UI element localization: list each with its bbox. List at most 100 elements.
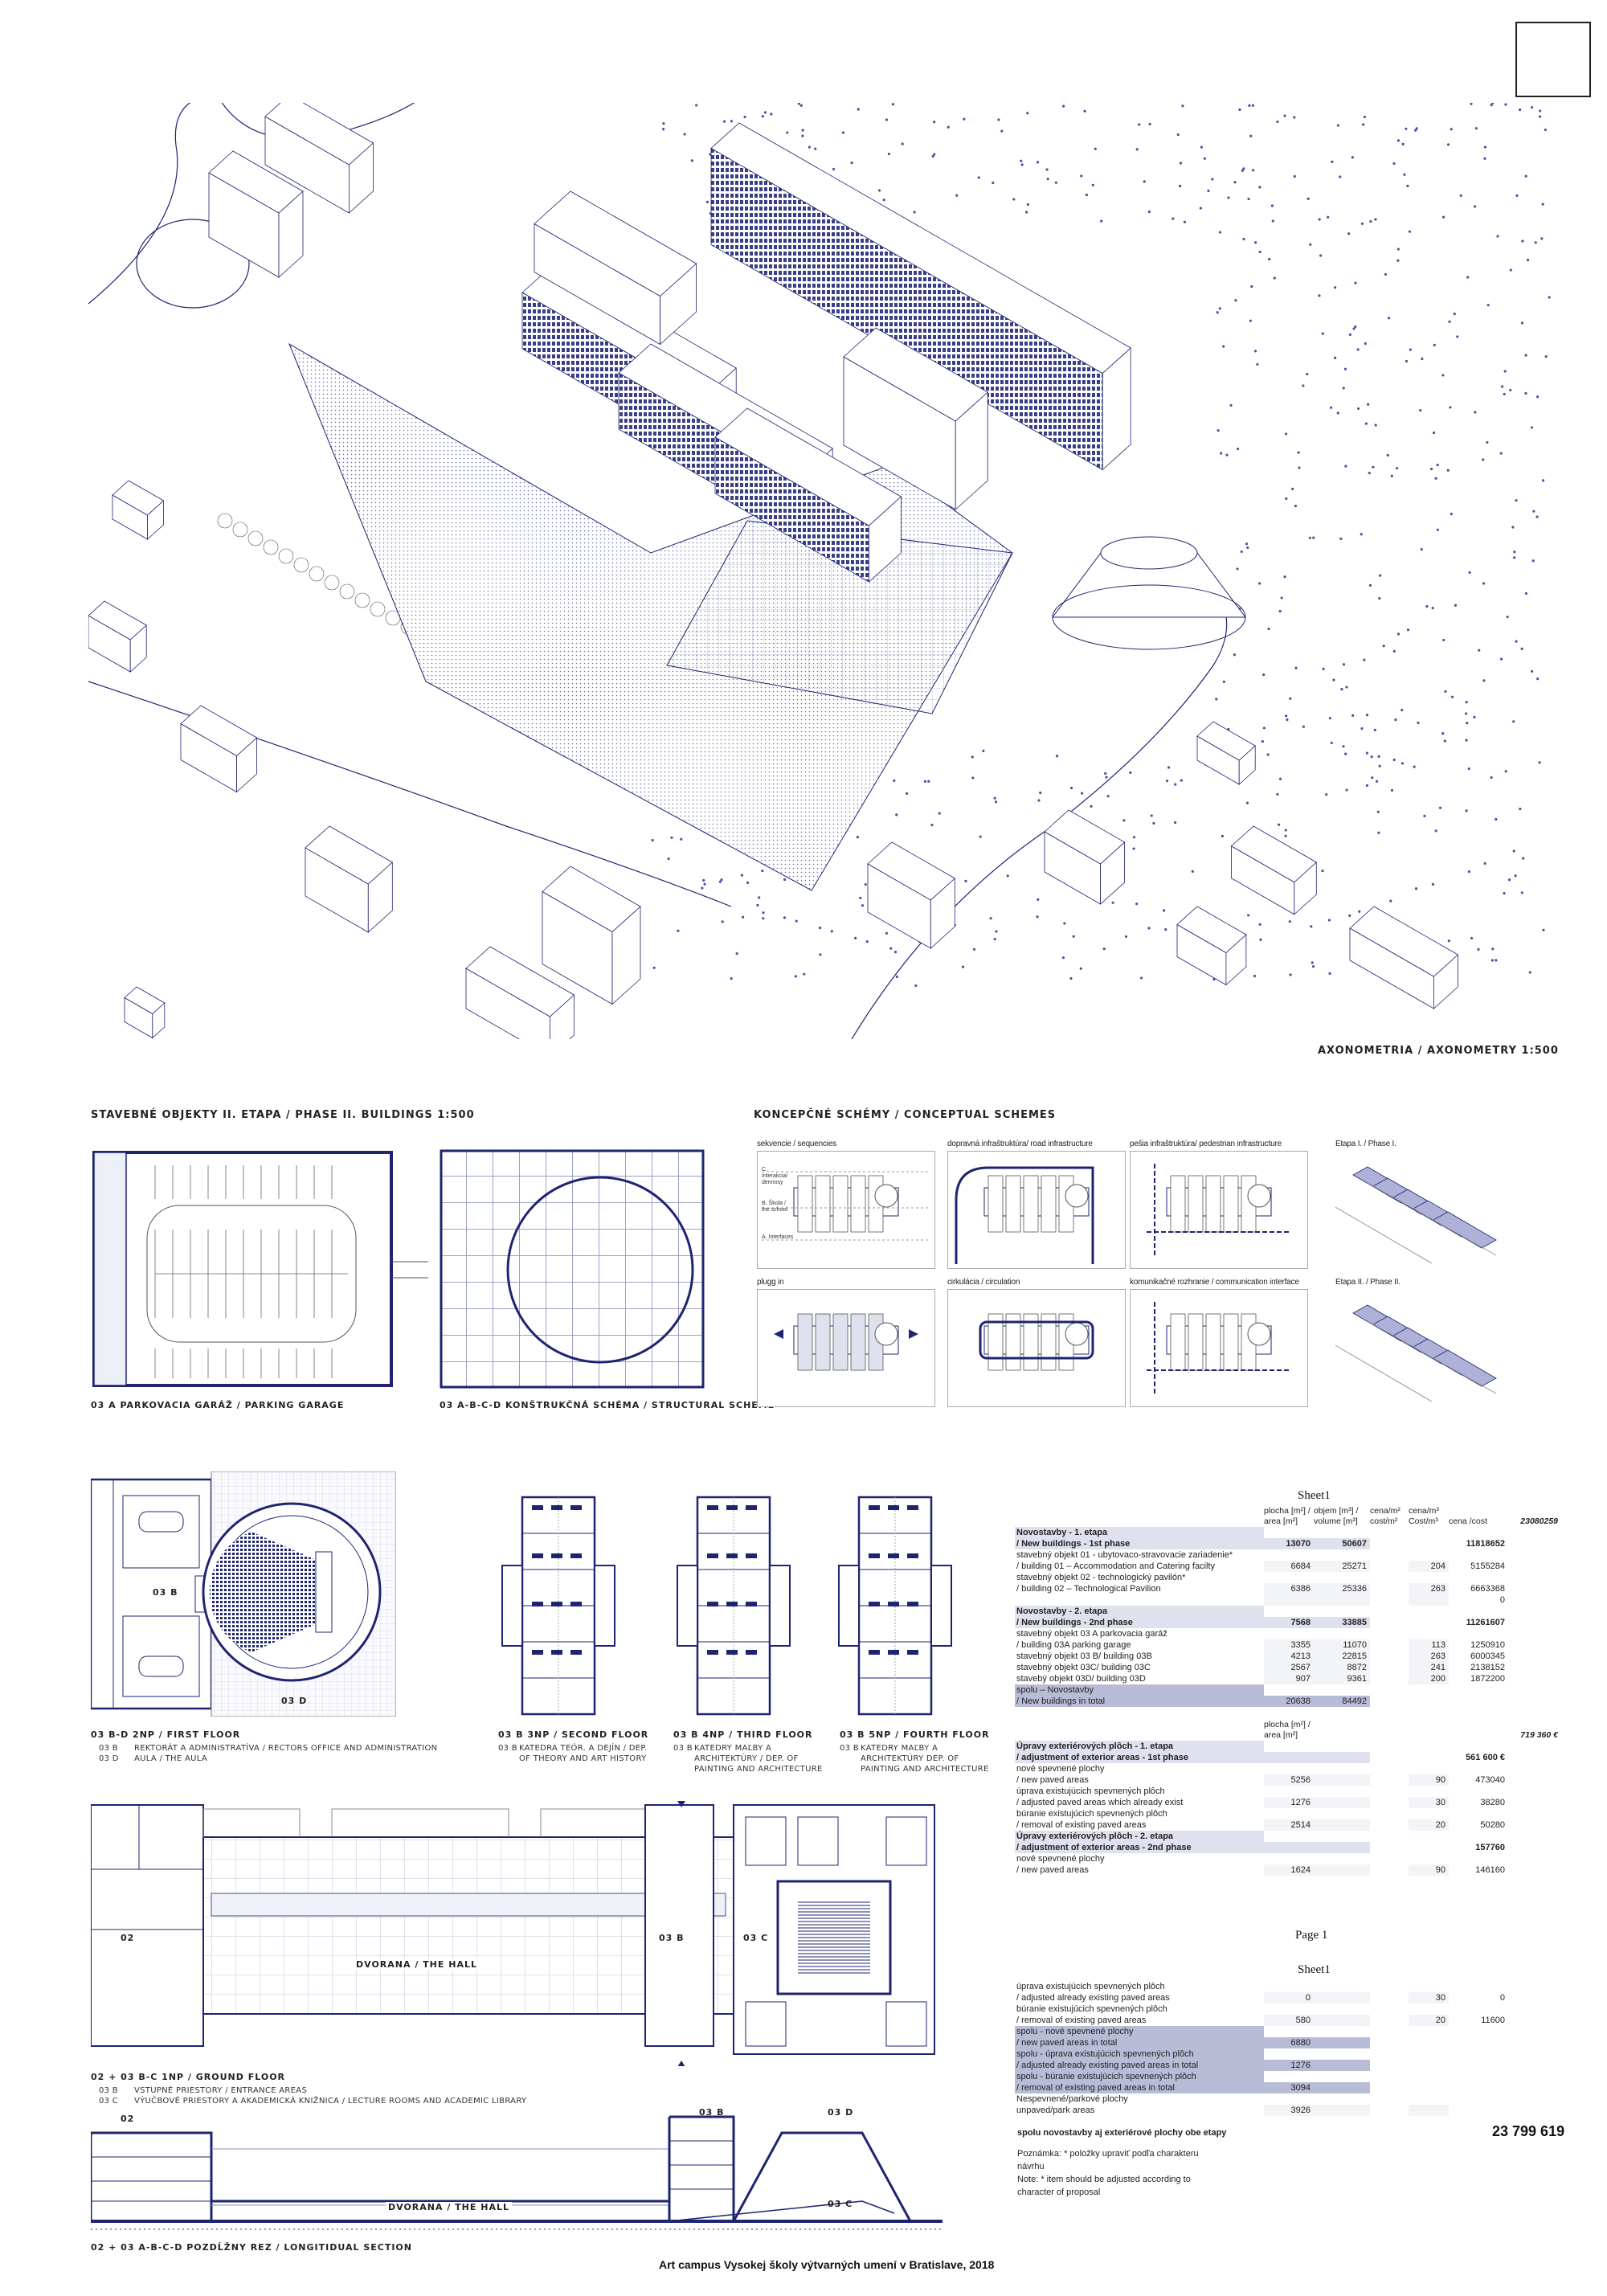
cell [1409, 2060, 1449, 2071]
tree [1339, 175, 1342, 178]
section-label-02: 02 [121, 2114, 135, 2124]
cell: 5155284 [1470, 1561, 1505, 1571]
row-label: Novostavby - 2. etapa/ New buildings - 2… [1015, 1606, 1264, 1628]
column-header: cena/m³ Cost/m³ [1409, 1506, 1439, 1526]
tree [1434, 477, 1437, 480]
tree [1524, 354, 1527, 357]
tree [913, 211, 916, 214]
tree [1420, 547, 1423, 551]
cell [1370, 1842, 1409, 1853]
cell: 2138152 [1470, 1663, 1505, 1672]
tree [1218, 307, 1221, 310]
paved-grid [666, 520, 1013, 714]
row-label: stavebný objekt 01 - ubytovaco-stravovac… [1015, 1549, 1264, 1572]
axonometry-drawing [88, 103, 1551, 1039]
tree [850, 162, 853, 165]
tree [1343, 367, 1347, 370]
row-label-line: úprava existujúcich spevnených plôch [1016, 1786, 1165, 1796]
row-label-line: / adjusted paved areas which already exi… [1016, 1798, 1184, 1807]
tree [1020, 163, 1024, 166]
building-block [710, 122, 1131, 471]
tree [1386, 453, 1389, 457]
tree [702, 878, 705, 882]
note-text: KATEDRY MAĽBY A ARCHITEKTÚRY / DEP. OF P… [694, 1744, 823, 1774]
cell: 3355 [1264, 1639, 1314, 1651]
row-label-line: spolu – Novostavby [1016, 1685, 1094, 1695]
cell [1370, 1662, 1409, 1673]
tree [1401, 708, 1404, 712]
tree [1262, 726, 1266, 730]
table-row: spolu - úprava existujúcich spevnených p… [1015, 2048, 1561, 2071]
tree [1280, 596, 1283, 600]
tree [735, 952, 738, 956]
tree [801, 134, 804, 137]
tree [1348, 333, 1351, 336]
cell: 1276 [1264, 1797, 1314, 1808]
tree [1138, 123, 1141, 126]
budget-table-exterior: plocha [m²] / area [m²]719 360 €Úpravy e… [1015, 1720, 1561, 1876]
tree [931, 154, 934, 158]
scheme-label: dopravná infraštruktúra/ road infrastruc… [947, 1140, 1093, 1148]
tree [217, 513, 233, 529]
tree [1490, 104, 1493, 107]
tree [997, 118, 1000, 121]
tree [1513, 550, 1516, 554]
tree [864, 882, 867, 886]
note-code: 03 B [840, 1744, 859, 1753]
row-label-line: spolu - búranie existujúcich spevnených … [1016, 2072, 1196, 2081]
tree [1037, 898, 1040, 901]
scheme-label: sekvencie / sequencies [757, 1140, 836, 1148]
tree [1273, 276, 1276, 280]
cell: 1276 [1264, 2060, 1314, 2071]
tree [961, 965, 965, 968]
third-floor-plan [677, 1496, 791, 1716]
note-text: KATEDRY MAĽBY A ARCHITEKTÚRY DEP. OF PAI… [861, 1744, 989, 1774]
tree [1336, 411, 1339, 415]
tree [1311, 961, 1314, 964]
sheet-title-2: Sheet1 [1298, 1963, 1331, 1976]
row-label-line: búranie existujúcich spevnených plôch [1016, 2004, 1167, 2014]
buildings-heading: STAVEBNÉ OBJEKTY II. ETAPA / PHASE II. B… [91, 1109, 475, 1121]
tree [1122, 819, 1126, 822]
tree [1227, 196, 1230, 199]
tree [1345, 788, 1348, 792]
cell: 241 [1409, 1662, 1449, 1673]
cell [1314, 2015, 1370, 2026]
tree [1446, 143, 1450, 146]
tree [1406, 628, 1410, 632]
row-label-line: spolu - úprava existujúcich spevnených p… [1016, 2049, 1194, 2059]
tree [1544, 355, 1548, 358]
tree [1389, 899, 1392, 902]
cell: 1250910 [1470, 1640, 1505, 1650]
tree [1351, 714, 1355, 717]
tree [1233, 653, 1237, 657]
tree [1513, 556, 1516, 559]
tree [1331, 160, 1334, 163]
tree [1532, 510, 1535, 513]
tree [1246, 546, 1249, 550]
phase-isometric-scheme [1335, 1166, 1497, 1264]
cell [1370, 1617, 1409, 1628]
tree [993, 796, 996, 800]
tree [1081, 792, 1084, 795]
tree [885, 931, 889, 935]
tree [930, 824, 934, 827]
building-block [843, 327, 988, 510]
tree [1417, 721, 1420, 725]
cell [1370, 1583, 1409, 1594]
tree [808, 145, 811, 149]
tree [1450, 128, 1453, 131]
tree [854, 936, 857, 939]
tree [1511, 526, 1515, 529]
tree [933, 121, 936, 124]
tree [1276, 792, 1279, 796]
tree [1473, 205, 1477, 208]
tree [1374, 424, 1377, 427]
row-label-line: stavebný objekt 03 B/ building 03B [1016, 1651, 1152, 1661]
tree [1253, 350, 1257, 353]
row-label: búranie existujúcich spevnených plôch/ r… [1015, 1808, 1264, 1831]
parking-caption: 03 A PARKOVACIA GARÁŽ / PARKING GARAGE [91, 1400, 345, 1410]
tree [703, 882, 706, 886]
tree [786, 131, 789, 134]
